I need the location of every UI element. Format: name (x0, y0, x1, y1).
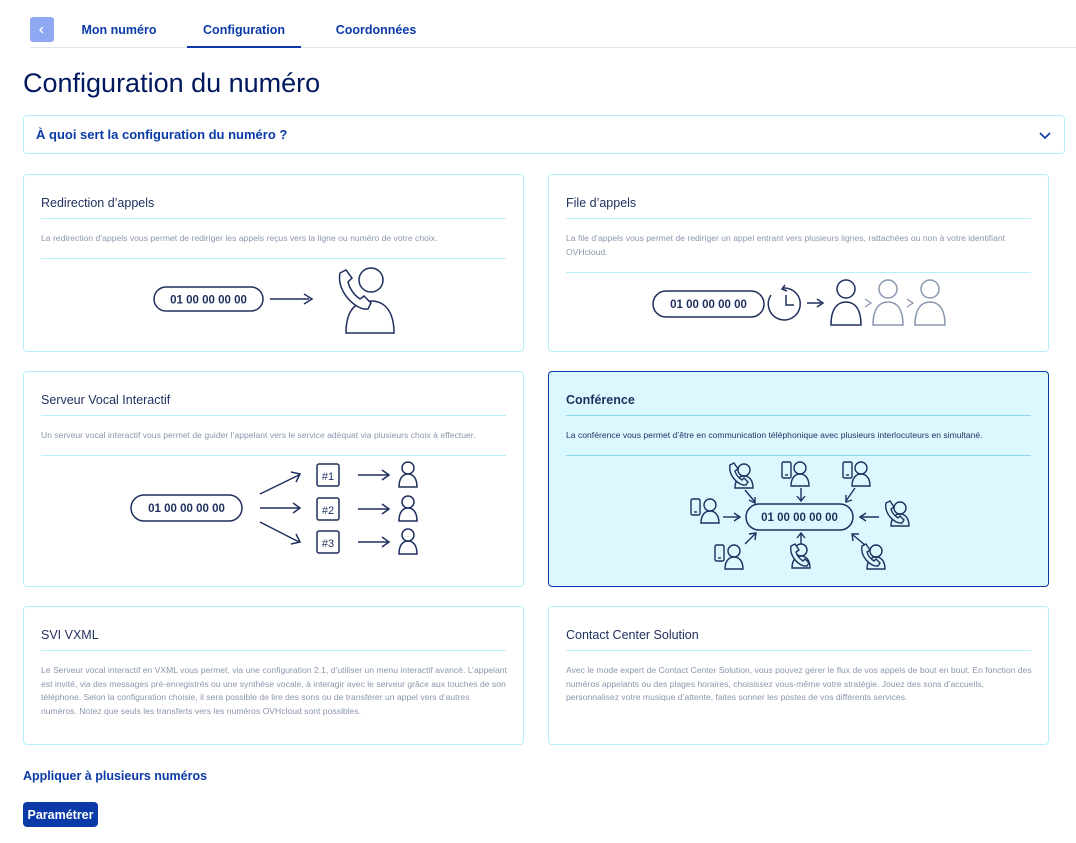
person-icon (830, 279, 862, 326)
divider (566, 272, 1031, 273)
apply-multiple-numbers-link[interactable]: Appliquer à plusieurs numéros (23, 769, 208, 783)
file-illustration: 01 00 00 00 00 (652, 279, 946, 326)
card-description: Avec le mode expert de Contact Center So… (566, 665, 1032, 702)
key-box: #3 (316, 530, 340, 554)
redirection-illustration: 01 00 00 00 00 (153, 267, 395, 334)
card-contact-center[interactable]: Contact Center Solution Avec le mode exp… (548, 606, 1049, 745)
card-title: Serveur Vocal Interactif (41, 393, 171, 407)
choice-label: #1 (322, 471, 334, 483)
card-title: Redirection d’appels (41, 196, 155, 210)
card-title: File d’appels (566, 196, 637, 210)
choice-label: #3 (322, 538, 334, 550)
faq-accordion[interactable]: À quoi sert la configuration du numéro ? (23, 115, 1065, 154)
tab-bar: Mon numéro Configuration Coordonnées (30, 17, 1076, 48)
chevron-down-icon (1039, 131, 1051, 139)
page-title: Configuration du numéro (23, 68, 321, 98)
card-title: Conférence (566, 393, 635, 407)
parametrer-button[interactable]: Paramétrer (23, 802, 98, 827)
divider (41, 455, 506, 456)
tab-configuration[interactable]: Configuration (187, 23, 301, 48)
phone-number-label: 01 00 00 00 00 (170, 295, 247, 307)
tab-coordonnees[interactable]: Coordonnées (335, 23, 417, 37)
divider (566, 415, 1031, 416)
key-box: #2 (316, 497, 340, 521)
card-file-appels[interactable]: File d’appels La file d’appels vous perm… (548, 174, 1049, 352)
card-svi-vxml[interactable]: SVI VXML Le Serveur vocal interactif en … (23, 606, 524, 745)
person-icon (398, 461, 418, 555)
phone-number-label: 01 00 00 00 00 (761, 512, 838, 524)
card-redirection[interactable]: Redirection d’appels La redirection d’ap… (23, 174, 524, 352)
divider (566, 650, 1031, 651)
card-description: Le Serveur vocal interactif en VXML vous… (41, 665, 507, 716)
person-icon (872, 279, 904, 326)
person-icon (914, 279, 946, 326)
svi-illustration: 01 00 00 00 00 #1 #2 #3 (130, 461, 418, 555)
tab-mon-numero[interactable]: Mon numéro (81, 23, 157, 37)
clock-icon (767, 284, 802, 321)
card-description: La file d’appels vous permet de redirige… (566, 233, 1006, 257)
card-title: SVI VXML (41, 628, 99, 642)
conference-illustration: 01 00 00 00 00 (690, 461, 910, 570)
card-svi[interactable]: Serveur Vocal Interactif Un serveur voca… (23, 371, 524, 587)
person-phone-icon (338, 267, 395, 334)
card-description: La conférence vous permet d’être en comm… (566, 430, 983, 440)
phone-number-label: 01 00 00 00 00 (148, 503, 225, 515)
card-description: La redirection d’appels vous permet de r… (41, 233, 438, 243)
choice-label: #2 (322, 505, 334, 517)
faq-label: À quoi sert la configuration du numéro ? (36, 127, 288, 142)
back-button[interactable] (30, 17, 54, 42)
divider (41, 218, 506, 219)
phone-number-label: 01 00 00 00 00 (670, 299, 747, 311)
card-title: Contact Center Solution (566, 628, 699, 642)
card-description: Un serveur vocal interactif vous permet … (41, 430, 476, 440)
divider (566, 455, 1031, 456)
divider (566, 218, 1031, 219)
divider (41, 258, 506, 259)
card-conference[interactable]: Conférence La conférence vous permet d’ê… (548, 371, 1049, 587)
divider (41, 650, 506, 651)
key-box: #1 (316, 463, 340, 487)
divider (41, 415, 506, 416)
chevron-left-icon (39, 26, 44, 33)
